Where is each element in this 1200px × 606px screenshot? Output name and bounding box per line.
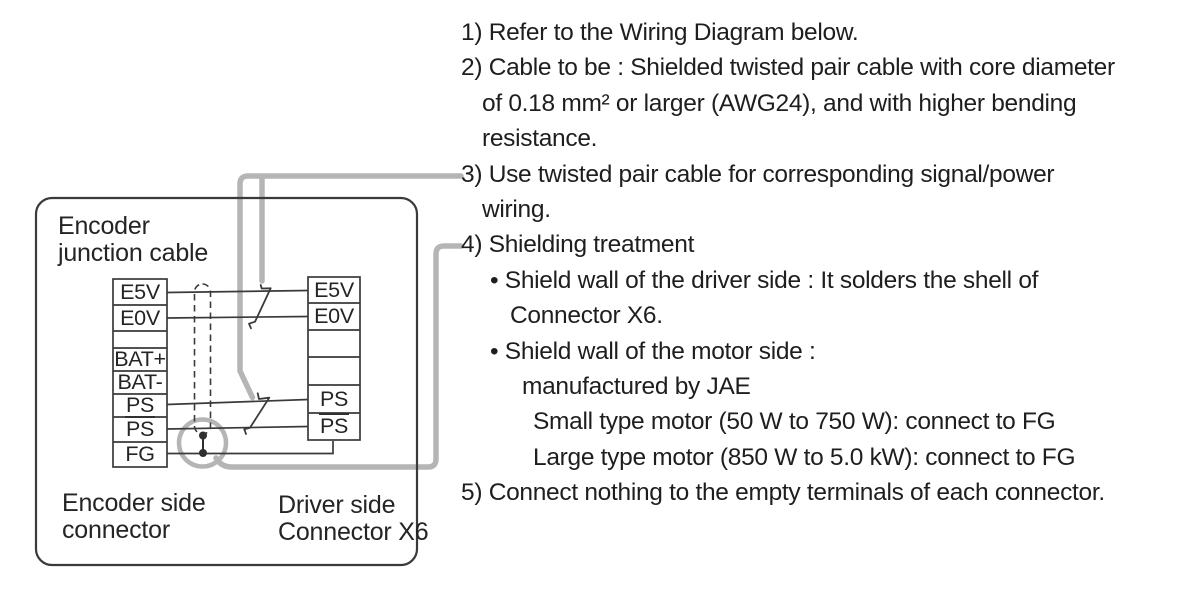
terminal-encoder-ps-bar: PS — [124, 416, 156, 442]
note-line-3b: wiring. — [482, 196, 551, 224]
encoder-terminal-grid — [112, 278, 168, 468]
note-line-4-large-motor: Large type motor (850 W to 5.0 kW): conn… — [533, 443, 1076, 471]
note-line-4-small-motor: Small type motor (50 W to 750 W): connec… — [533, 408, 1056, 436]
cable-sheath-dashed — [193, 283, 212, 435]
wire-e5v — [166, 289, 309, 294]
box-label-encoder-junction-cable: Encoder junction cable — [58, 212, 209, 267]
twist-mark-bottom — [243, 392, 271, 435]
note-line-2: 2) Cable to be : Shielded twisted pair c… — [461, 54, 1115, 82]
caption-encoder-side-connector: Encoder side connector — [62, 489, 206, 544]
twist-mark-top — [248, 284, 272, 330]
callout-4-leader-line — [213, 243, 464, 470]
caption-driver-side-connector: Driver side Connector X6 — [278, 491, 429, 546]
note-line-2c: resistance. — [482, 125, 598, 153]
wire-fg — [167, 441, 334, 455]
wire-e0v — [166, 315, 309, 319]
notes-list: 1) Refer to the Wiring Diagram below. 2)… — [461, 15, 1181, 511]
terminal-encoder-ps: PS — [125, 393, 155, 417]
note-line-2b: of 0.18 mm² or larger (AWG24), and with … — [482, 89, 1077, 117]
terminal-encoder-bat-minus: BAT- — [117, 370, 163, 394]
note-line-1: 1) Refer to the Wiring Diagram below. — [461, 19, 859, 46]
terminal-driver-e0v: E0V — [314, 304, 354, 328]
note-line-4-bullet-1b: Connector X6. — [510, 302, 663, 330]
terminal-encoder-e5v: E5V — [120, 279, 160, 304]
terminal-encoder-fg: FG — [125, 442, 155, 466]
solder-dot-bottom — [199, 449, 207, 457]
note-line-5: 5) Connect nothing to the empty terminal… — [461, 479, 1105, 507]
note-line-4-bullet-1: • Shield wall of the driver side : It so… — [490, 266, 1039, 294]
note-line-4-bullet-2: • Shield wall of the motor side : — [490, 337, 816, 365]
note-line-3: 3) Use twisted pair cable for correspond… — [461, 160, 1055, 188]
wire-ps-bar — [166, 425, 309, 430]
terminal-driver-e5v: E5V — [314, 277, 354, 302]
note-line-4: 4) Shielding treatment — [461, 231, 695, 259]
driver-terminal-grid — [307, 276, 361, 441]
callout-3-leader-line — [237, 173, 464, 401]
terminal-encoder-e0v: E0V — [120, 305, 160, 330]
note-line-4-jae: manufactured by JAE — [522, 373, 751, 401]
solder-dot-top — [199, 431, 207, 440]
terminal-driver-ps-bar: PS — [318, 413, 350, 439]
terminal-driver-ps: PS — [319, 386, 349, 411]
diagram-outer-box — [34, 196, 419, 567]
terminal-encoder-bat-plus: BAT+ — [114, 347, 166, 371]
wire-ps — [166, 398, 309, 406]
shield-highlight-circle — [176, 417, 229, 469]
